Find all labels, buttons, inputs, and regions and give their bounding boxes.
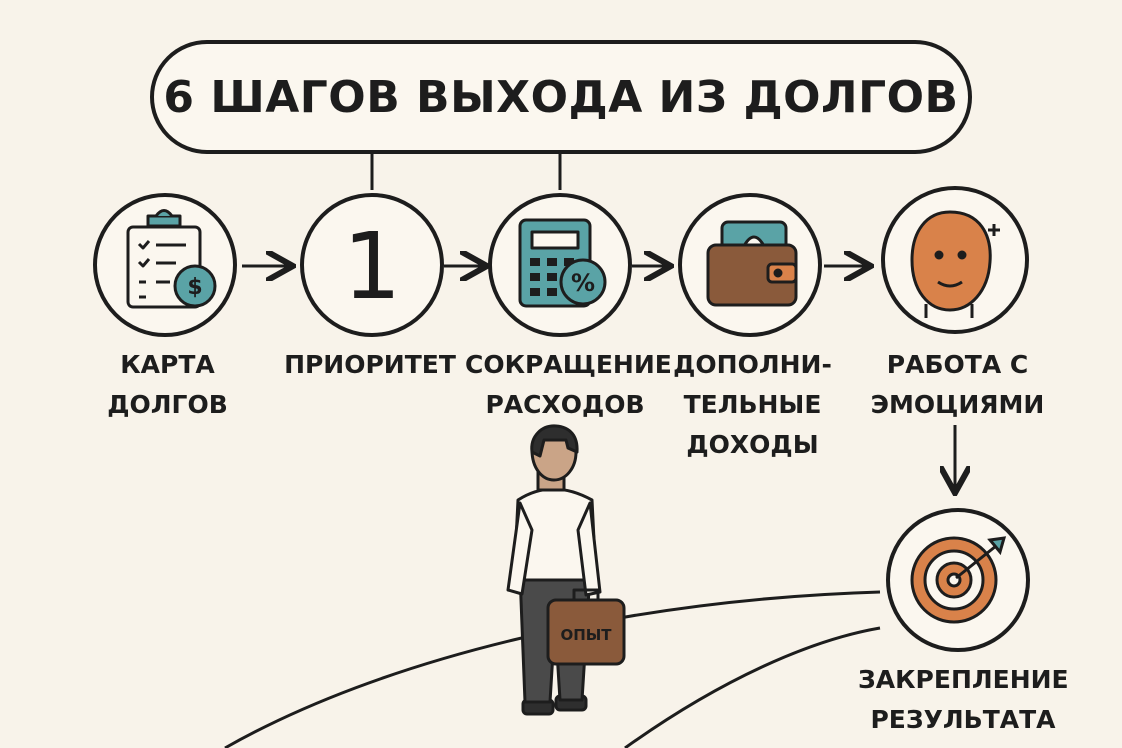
wallet-icon <box>706 220 798 307</box>
step-label-priority: ПРИОРИТЕТ <box>284 350 456 379</box>
step-2-circle <box>300 193 444 337</box>
clipboard-dollar-icon <box>126 209 217 309</box>
step-label-extra-income: ДОПОЛНИ- ТЕЛЬНЫЕ ДОХОДЫ <box>673 350 832 459</box>
page-title: 6 ШАГОВ ВЫХОДА ИЗ ДОЛГОВ <box>163 71 959 123</box>
man-figure <box>506 424 626 716</box>
title-connectors <box>370 152 562 190</box>
step-label-emotions: РАБОТА С ЭМОЦИЯМИ <box>870 350 1045 419</box>
percent-sign-icon: % <box>571 269 595 297</box>
target-icon <box>910 536 1007 624</box>
step-label-consolidation: ЗАКРЕПЛЕНИЕ РЕЗУЛЬТАТА <box>858 665 1069 734</box>
number-one-icon: 1 <box>343 213 402 320</box>
briefcase-label: ОПЫТ <box>560 626 612 644</box>
dollar-sign-icon: $ <box>187 275 202 300</box>
step-label-debt-map: КАРТА ДОЛГОВ <box>107 350 228 419</box>
step-label-cut-expenses: СОКРАЩЕНИЕ РАСХОДОВ <box>465 350 672 419</box>
calculator-percent-icon <box>518 218 607 308</box>
flow-arrows <box>242 266 955 490</box>
road <box>224 590 881 748</box>
face-icon <box>910 210 1000 318</box>
